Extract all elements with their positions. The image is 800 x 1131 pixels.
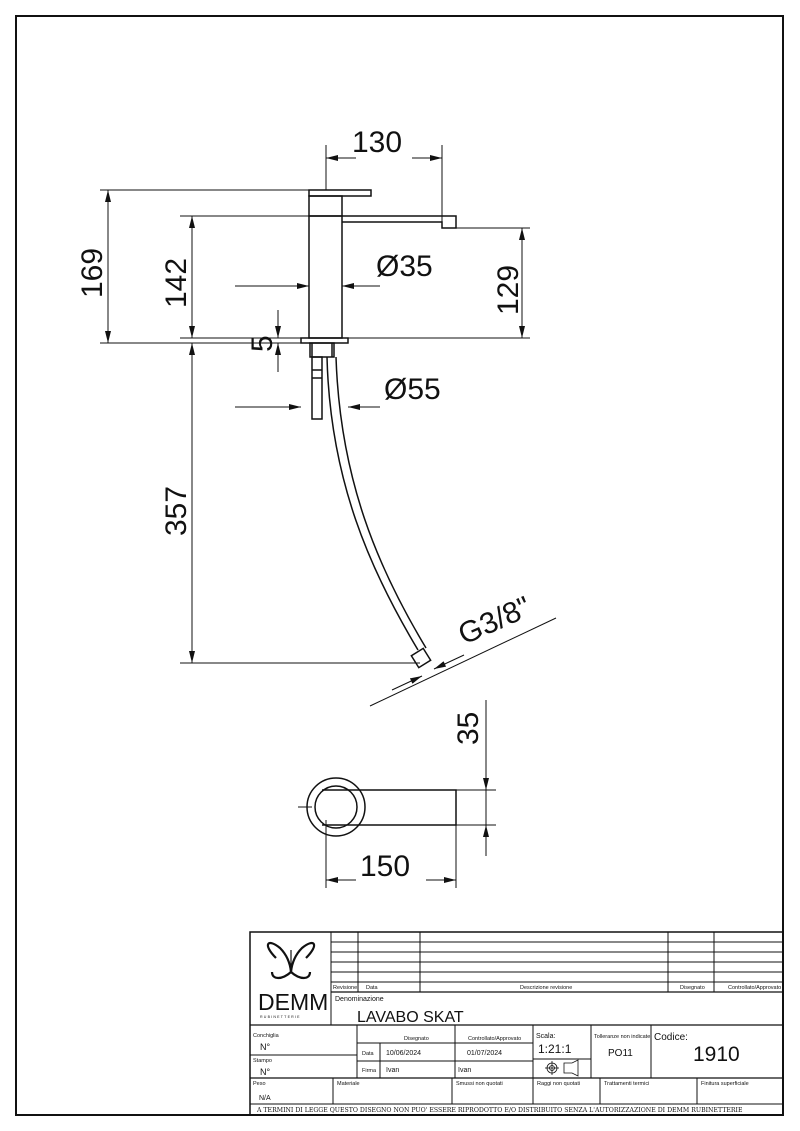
logo-subtext: RUBINETTERIE [260, 1015, 301, 1019]
tolleranze-label: Tolleranze non indicate [594, 1034, 650, 1040]
col-disegnato: Disegnato [404, 1036, 429, 1042]
dimension-lines [100, 145, 557, 888]
trattamenti-label: Trattamenti termici [604, 1081, 649, 1087]
stampo-label: Stampo [253, 1058, 272, 1064]
demm-logo-icon [266, 941, 316, 980]
dim-height-total: 169 [76, 248, 109, 298]
materiale-label: Materiale [337, 1081, 360, 1087]
conchiglia-label: Conchiglia [253, 1033, 280, 1039]
raggi-label: Raggi non quotati [537, 1081, 580, 1087]
row-firma-label: Firma [362, 1068, 377, 1074]
row-data-label: Data [362, 1051, 375, 1057]
peso-label: Peso [253, 1081, 266, 1087]
header-descrizione: Descrizione revisione [520, 985, 572, 991]
denominazione-value: LAVABO SKAT [357, 1009, 464, 1026]
stampo-value: N° [260, 1067, 270, 1077]
firma-controllato: Ivan [458, 1067, 471, 1074]
firma-disegnato: Ivan [386, 1067, 399, 1074]
tolleranze-value: PO11 [608, 1048, 633, 1059]
conchiglia-value: N° [260, 1042, 270, 1052]
data-disegnato: 10/06/2024 [386, 1050, 421, 1057]
dim-hose-length: 357 [160, 486, 193, 536]
scala-label: Scala: [536, 1033, 556, 1040]
faucet-plan-view [298, 777, 457, 837]
codice-label: Codice: [654, 1032, 688, 1043]
header-disegnato: Disegnato [680, 985, 705, 991]
faucet-elevation [300, 189, 457, 669]
col-controllato: Controllato/Approvato [468, 1036, 521, 1042]
dim-height-body: 142 [160, 258, 193, 308]
legal-footer: A TERMINI DI LEGGE QUESTO DISEGNO NON PU… [256, 1107, 743, 1114]
dim-diameter-base: Ø55 [384, 373, 441, 406]
header-revisione: Revisione [333, 985, 357, 991]
codice-value: 1910 [693, 1043, 740, 1066]
dim-thread: G3/8" [453, 590, 536, 651]
projection-symbol-icon [545, 1059, 579, 1077]
denominazione-label: Denominazione [335, 996, 384, 1003]
finitura-label: Finitura superficiale [701, 1081, 749, 1087]
dim-plan-width: 150 [360, 850, 410, 883]
title-block [249, 931, 784, 1116]
header-data: Data [366, 985, 379, 991]
dim-diameter-body: Ø35 [376, 250, 433, 283]
data-controllato: 01/07/2024 [467, 1050, 502, 1057]
dim-width-top: 130 [352, 126, 402, 159]
smussi-label: Smussi non quotati [456, 1081, 503, 1087]
logo-text: DEMM [258, 989, 328, 1015]
peso-value: N/A [259, 1095, 271, 1102]
scala-value: 1:21:1 [538, 1042, 572, 1056]
header-controllato: Controllato/Approvato [728, 985, 781, 991]
dim-height-spout: 129 [492, 265, 525, 315]
dim-gap: 5 [246, 335, 279, 352]
dim-plan-height: 35 [452, 712, 485, 745]
